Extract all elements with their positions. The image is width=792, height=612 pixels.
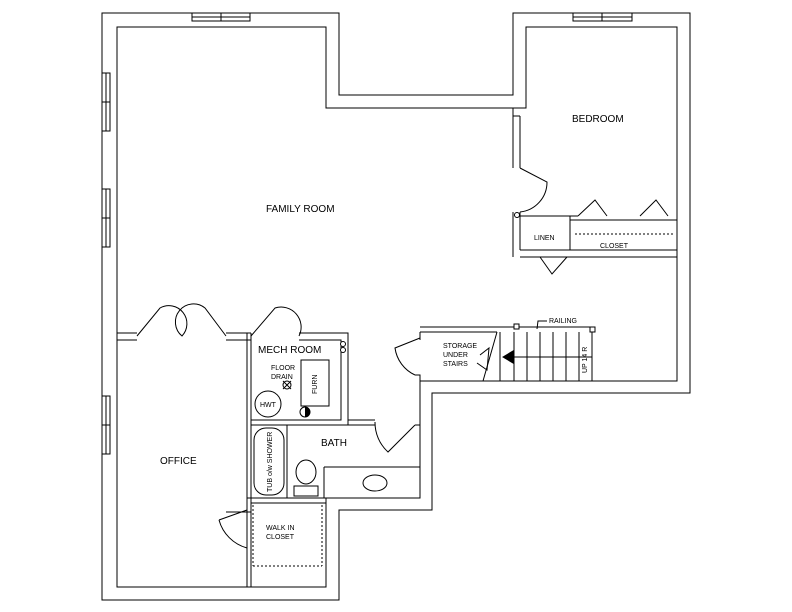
window-top-right	[572, 12, 633, 22]
exterior-wall-inner	[116, 26, 678, 588]
label-hwt: HWT	[260, 402, 277, 409]
windows	[101, 12, 633, 455]
label-office: OFFICE	[160, 456, 197, 467]
french-door-office	[136, 303, 227, 337]
exterior-wall-outer	[101, 12, 691, 601]
stair-direction-arrow	[502, 350, 592, 364]
stairs-area	[394, 320, 596, 382]
label-linen: LINEN	[534, 235, 555, 242]
bath-walls	[247, 419, 420, 504]
window-top-left	[191, 12, 251, 22]
walk-in-closet-walls	[218, 503, 323, 587]
label-storage-3: STAIRS	[443, 361, 468, 368]
room-labels: FAMILY ROOM BEDROOM OFFICE MECH ROOM BAT…	[160, 114, 629, 541]
label-furn: FURN	[312, 375, 319, 394]
label-storage-2: UNDER	[443, 352, 468, 359]
linen-bifold-door	[539, 256, 568, 275]
label-closet: CLOSET	[600, 243, 629, 250]
label-walk-in-closet-2: CLOSET	[266, 534, 295, 541]
exterior-walls	[101, 12, 691, 601]
label-tub-shower: TUB o/w SHOWER	[267, 432, 274, 492]
label-stairs-up: UP 14 R	[582, 347, 589, 373]
label-mech-room: MECH ROOM	[258, 345, 321, 356]
storage-door-swing	[394, 337, 421, 376]
label-floor-drain-2: DRAIN	[271, 374, 293, 381]
label-storage-1: STORAGE	[443, 343, 477, 350]
label-walk-in-closet-1: WALK IN	[266, 525, 295, 532]
fixture-labels: FLOOR DRAIN FURN HWT TUB o/w SHOWER UP 1…	[260, 318, 589, 492]
closet-bifold-door-right	[639, 199, 669, 217]
closet-door-swing	[218, 509, 248, 549]
label-bedroom: BEDROOM	[572, 114, 624, 125]
mech-room-walls	[246, 332, 349, 503]
label-family-room: FAMILY ROOM	[266, 204, 335, 215]
closet-bifold-door-left	[577, 199, 608, 217]
window-left-1	[101, 72, 111, 132]
bedroom-walls	[512, 108, 678, 275]
label-floor-drain-1: FLOOR	[271, 365, 295, 372]
label-bath: BATH	[321, 438, 347, 449]
window-left-3	[101, 395, 111, 455]
bath-door-swing	[374, 421, 416, 453]
railing-leader	[536, 320, 547, 330]
window-left-2	[101, 188, 111, 248]
label-railing: RAILING	[549, 318, 577, 325]
bedroom-door-swing	[519, 167, 548, 213]
office-partition	[117, 303, 302, 341]
